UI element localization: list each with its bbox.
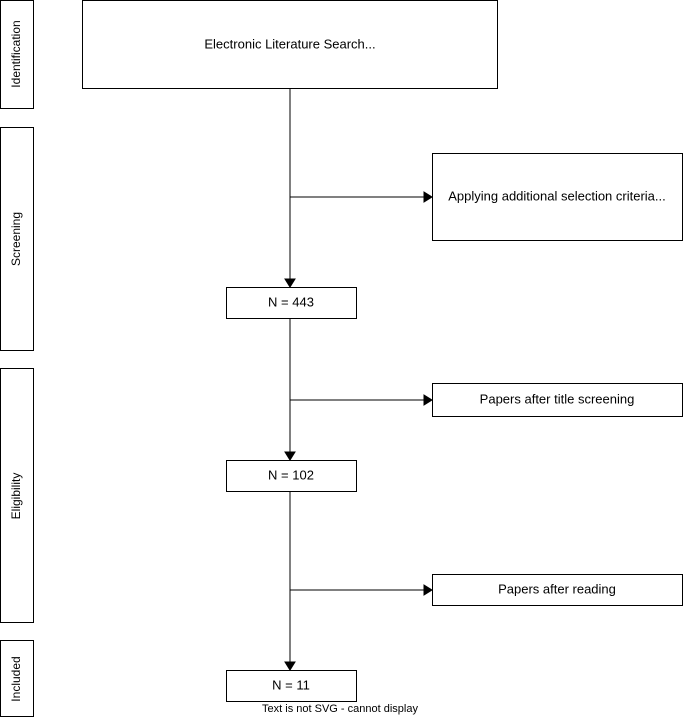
node-title-screening: Papers after title screening xyxy=(432,383,683,417)
stage-identification: Identification xyxy=(0,0,34,109)
node-criteria-label: Applying additional selection criteria..… xyxy=(448,188,666,203)
arrowhead-n102 xyxy=(284,451,296,461)
node-n102: N = 102 xyxy=(226,460,357,492)
node-n102-label: N = 102 xyxy=(268,467,314,482)
node-criteria: Applying additional selection criteria..… xyxy=(432,153,683,241)
node-after-reading-label: Papers after reading xyxy=(498,581,616,596)
stage-eligibility-label: Eligibility xyxy=(9,473,23,520)
stage-eligibility: Eligibility xyxy=(0,368,34,623)
stage-screening: Screening xyxy=(0,127,34,351)
stage-included-label: Included xyxy=(9,656,23,701)
arrowhead-n11 xyxy=(284,661,296,671)
node-search: Electronic Literature Search... xyxy=(82,0,498,89)
node-n443-label: N = 443 xyxy=(268,294,314,309)
arrowhead-after-reading xyxy=(423,584,433,596)
arrowhead-title-screening xyxy=(423,394,433,406)
stage-included: Included xyxy=(0,640,34,717)
node-after-reading: Papers after reading xyxy=(432,574,683,606)
node-n11: N = 11 xyxy=(226,670,357,702)
stage-screening-label: Screening xyxy=(9,212,23,266)
arrowhead-n443 xyxy=(284,278,296,288)
stage-identification-label: Identification xyxy=(9,20,23,87)
node-title-screening-label: Papers after title screening xyxy=(480,391,635,406)
node-n443: N = 443 xyxy=(226,287,357,319)
node-n11-label: N = 11 xyxy=(272,677,310,692)
node-search-label: Electronic Literature Search... xyxy=(204,36,375,51)
svg-warning-text: Text is not SVG - cannot display xyxy=(262,703,418,715)
arrowhead-criteria xyxy=(423,191,433,203)
